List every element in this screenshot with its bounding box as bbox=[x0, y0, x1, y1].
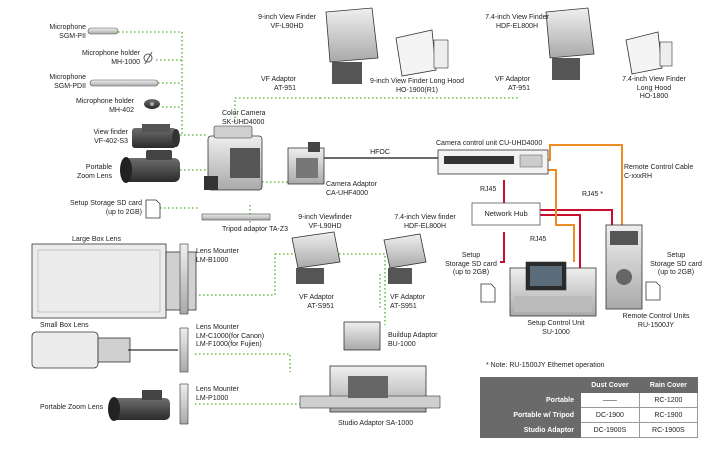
buildup-adaptor-label: Buildup Adaptor BU-1000 bbox=[388, 332, 438, 348]
rj45-label-1: RJ45 bbox=[480, 186, 497, 193]
vf9-top-label: 9-inch View Finder VF-L90HD bbox=[258, 14, 316, 30]
table-cell: RC-1900S bbox=[638, 422, 699, 438]
setup-sd-mid-label: Setup Storage SD card (up to 2GB) bbox=[445, 252, 497, 276]
table-row-label: Studio Adaptor bbox=[479, 422, 582, 438]
network-hub-label: Network Hub bbox=[484, 209, 528, 218]
remote-control-units-label: Remote Control Units RU-1500JY bbox=[622, 313, 690, 329]
ccu-label: Camera control unit CU-UHD4000 bbox=[436, 140, 543, 147]
table-row: Studio Adaptor DC-1900S RC-1900S bbox=[479, 422, 699, 438]
vf-adaptor-951b-label: VF Adaptor AT-951 bbox=[494, 76, 530, 92]
color-camera-label: Color Camera SK-UHD4000 bbox=[222, 110, 266, 126]
hood-1800-label: 7.4-inch View Finder Long Hood HO-1800 bbox=[622, 76, 686, 100]
small-box-lens-label: Small Box Lens bbox=[40, 322, 89, 329]
remote-cables bbox=[546, 144, 623, 262]
rj45-star-label: RJ45 * bbox=[582, 191, 604, 198]
mic-sgmpd2-label: Microphone SGM-PDII bbox=[49, 74, 86, 90]
vf-adaptor-951-label: VF Adaptor AT-951 bbox=[260, 76, 296, 92]
studio-adaptor-label: Studio Adaptor SA-1000 bbox=[338, 420, 414, 427]
cover-table-header-row: Dust Cover Rain Cover bbox=[479, 377, 699, 393]
setup-control-unit-label: Setup Control Unit SU-1000 bbox=[527, 320, 585, 336]
rj45-label-2: RJ45 bbox=[530, 236, 547, 243]
cover-table-header-rain: Rain Cover bbox=[638, 377, 699, 393]
viewfinder-vf402-label: View finder VF-402-S3 bbox=[93, 129, 128, 145]
table-row: Portable w/ Tripod DC-1900 RC-1900 bbox=[479, 407, 699, 423]
vf9-bottom-label: 9-inch Viewfinder VF-L90HD bbox=[298, 214, 352, 230]
tripod-adaptor-label: Tripod adaptor TA-Z3 bbox=[222, 226, 289, 233]
mic-holder-mh402-label: Microphone holder MH-402 bbox=[76, 98, 134, 114]
table-cell: DC-1900S bbox=[580, 422, 640, 438]
table-cell: —— bbox=[580, 392, 640, 408]
table-row-label: Portable bbox=[479, 392, 582, 408]
portable-zoom-lens-bottom-label: Portable Zoom Lens bbox=[40, 404, 104, 411]
color-camera-sketch bbox=[204, 125, 263, 191]
vf-adaptor-s951a-label: VF Adaptor AT-S951 bbox=[298, 294, 334, 310]
mic-holder-mh1000-label: Microphone holder MH-1000 bbox=[82, 50, 140, 66]
lens-mounter-b1000-label: Lens Mounter LM-B1000 bbox=[196, 248, 239, 264]
remote-cable-label: Remote Control Cable C-xxxRH bbox=[624, 164, 694, 180]
portable-zoom-lens-top-label: Portable Zoom Lens bbox=[76, 164, 112, 180]
ethernet-note: * Note: RU-1500JY Ethemet operation bbox=[486, 362, 605, 369]
hfoc-label: HFOC bbox=[370, 149, 390, 156]
lens-mounter-p1000-label: Lens Mounter LM-P1000 bbox=[196, 386, 239, 402]
setup-sd-left-label: Setup Storage SD card (up to 2GB) bbox=[70, 200, 142, 216]
cover-table: Dust Cover Rain Cover Portable —— RC-120… bbox=[479, 377, 699, 438]
cover-table-header-dust: Dust Cover bbox=[580, 377, 640, 393]
setup-sd-right-label: Setup Storage SD card (up to 2GB) bbox=[650, 252, 702, 276]
vf74-bottom-label: 7.4-inch View finder HDF-EL800H bbox=[394, 214, 456, 230]
hood-1900-label: 9-inch View Finder Long Hood HO-1900(R1) bbox=[369, 78, 465, 94]
mic-sgmp2-label: Microphone SGM-PII bbox=[49, 24, 86, 40]
table-cell: DC-1900 bbox=[580, 407, 640, 423]
table-cell: RC-1200 bbox=[638, 392, 699, 408]
table-row: Portable —— RC-1200 bbox=[479, 392, 699, 408]
table-row-label: Portable w/ Tripod bbox=[479, 407, 582, 423]
camera-adaptor-label: Camera Adaptor CA-UHF4000 bbox=[326, 181, 377, 197]
vf-adaptor-s951b-label: VF Adaptor AT-S951 bbox=[390, 294, 426, 310]
rj45-cables bbox=[500, 180, 613, 268]
large-box-lens-label: Large Box Lens bbox=[72, 236, 122, 243]
vf74-top-label: 7.4-inch View Finder HDF-EL800H bbox=[485, 14, 549, 30]
lens-mounter-c1000-label: Lens Mounter LM-C1000(for Canon) LM-F100… bbox=[196, 324, 265, 348]
accessory-links bbox=[118, 31, 520, 405]
table-cell: RC-1900 bbox=[638, 407, 699, 423]
cover-table-corner bbox=[479, 377, 582, 393]
